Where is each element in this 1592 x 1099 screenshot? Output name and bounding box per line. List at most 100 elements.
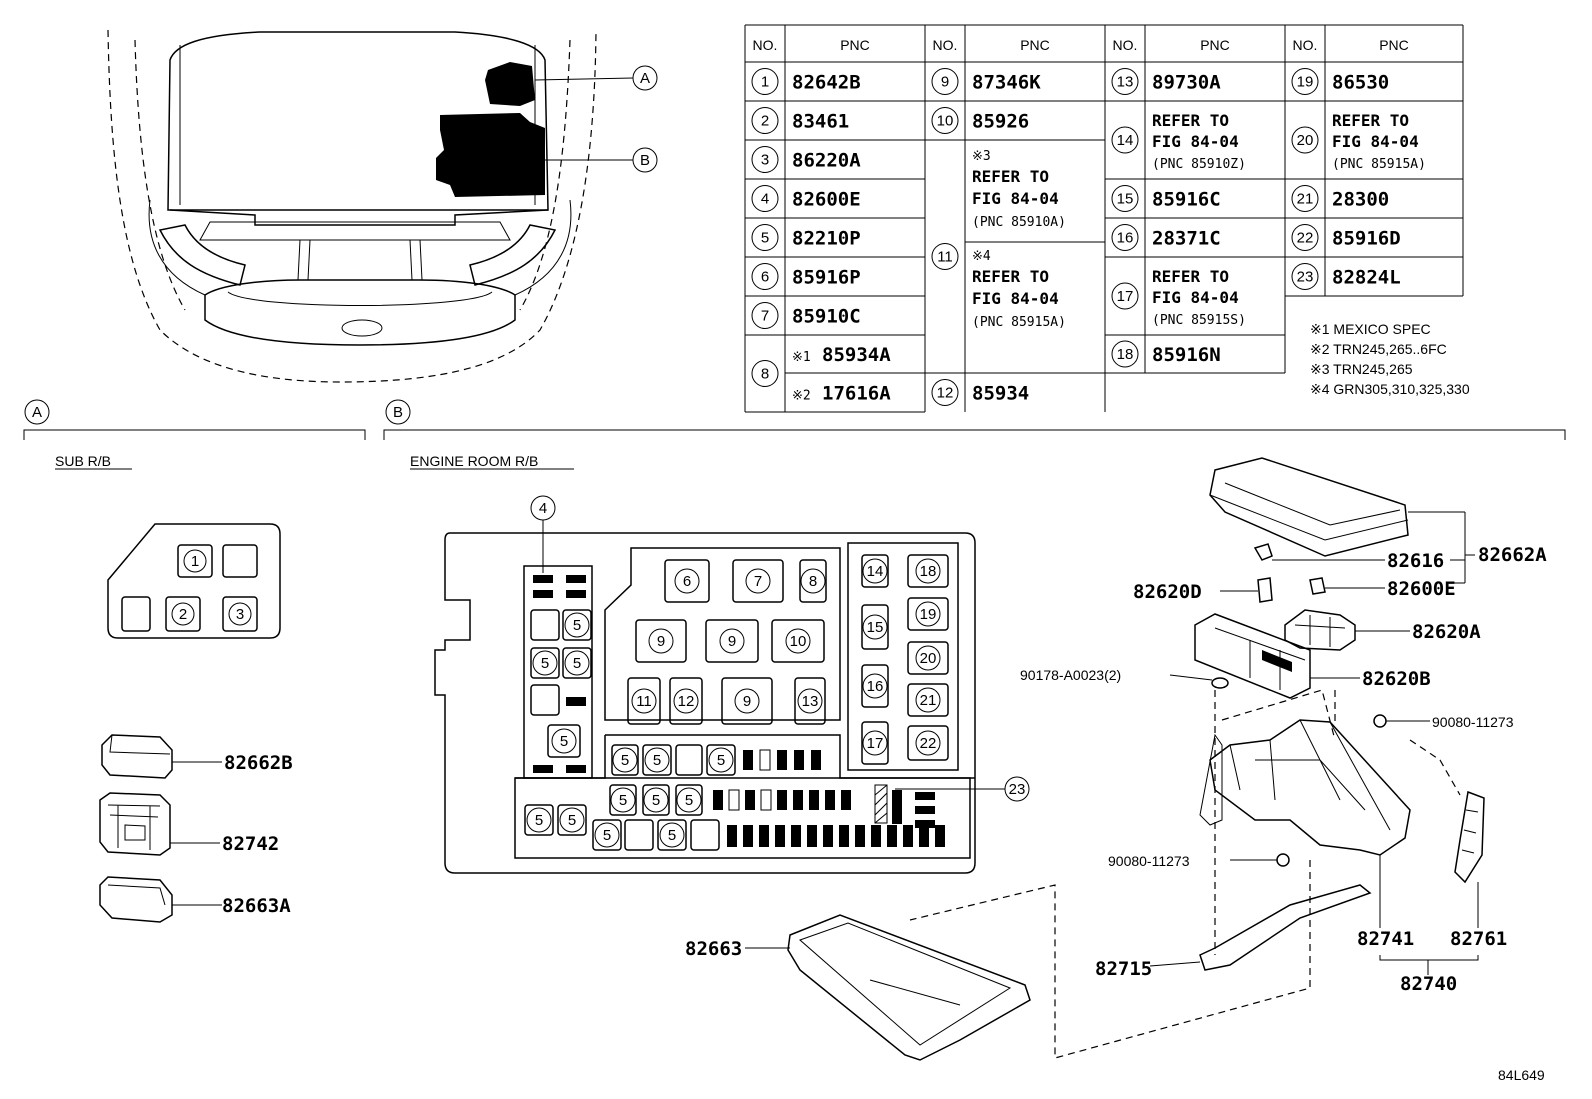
mini-fuse-empty [759, 749, 771, 771]
col2-no-11-circle [931, 243, 959, 270]
col1-no-8: 8 [761, 366, 769, 383]
fuse-6-circle [674, 568, 700, 594]
col3-pnc-18: 85916N [1152, 344, 1221, 366]
mini-fuse [935, 825, 945, 847]
col3-17-l3: (PNC 85915S) [1152, 313, 1246, 328]
fuse-21-label: 21 [920, 692, 937, 709]
mini-fuse [713, 790, 723, 810]
fuse-10-label: 10 [790, 633, 807, 650]
header-pnc-2: PNC [1020, 37, 1050, 53]
fuse-cell [562, 609, 592, 641]
fuse-cell [861, 554, 889, 588]
fuse-8-label: 8 [809, 573, 817, 590]
fuse-cell [705, 619, 759, 663]
col3-no-14: 14 [1117, 132, 1134, 149]
fuse-21-circle [915, 687, 941, 713]
col4-20-l2: FIG 84-04 [1332, 132, 1419, 151]
col3-no-18-circle [1111, 340, 1139, 368]
header-no-2: NO. [933, 37, 958, 53]
col1-no-1: 1 [761, 74, 769, 91]
fuse-9-circle [719, 628, 745, 654]
col2-11-a-mark: ※3 [972, 149, 991, 164]
fuse-cell [675, 744, 703, 776]
fuse-cell [562, 647, 592, 679]
col2-11-b-l2: FIG 84-04 [972, 289, 1059, 308]
fuse-10-circle [785, 628, 811, 654]
mini-fuse [777, 750, 787, 770]
fuse-5-circle [564, 612, 590, 638]
mini-fuse [903, 825, 913, 847]
mini-fuse [566, 697, 586, 706]
fuse-cell [592, 819, 622, 851]
mini-fuse-empty [728, 789, 740, 811]
fuse-cell [907, 725, 949, 761]
fuse-9-circle [734, 688, 760, 714]
fuse-22-label: 22 [920, 735, 937, 752]
part-90178-A0023: 90178-A0023(2) [1020, 667, 1121, 683]
col2-pnc-10: 85926 [972, 111, 1029, 133]
col1-no-6-circle [751, 263, 779, 290]
col1-no-1-circle [751, 68, 779, 95]
col3-no-15: 15 [1117, 191, 1134, 208]
col4-no-23: 23 [1297, 269, 1314, 286]
col4-no-21: 21 [1297, 191, 1314, 208]
hatch-lines [874, 784, 888, 824]
fuse-9-label: 9 [728, 633, 736, 650]
sub-parts: 82662B 82742 82663A [99, 734, 293, 923]
col1-no-5-circle [751, 224, 779, 251]
col1-pnc-1: 82642B [792, 72, 861, 94]
fuse-5-circle [676, 787, 702, 813]
exploded-view: 82662A 82616 82600E 82620D 82620A 82620B… [685, 457, 1547, 1061]
section-a-title: SUB R/B [55, 453, 111, 469]
fuse-12-label: 12 [678, 693, 695, 710]
vehicle-overview: A B [107, 29, 658, 383]
section-a-header: A SUB R/B [23, 399, 366, 470]
fuse-cell [907, 641, 949, 675]
col1-no-4: 4 [761, 191, 769, 208]
fuse-5-circle [708, 747, 734, 773]
col3-no-17-circle [1111, 282, 1139, 310]
part-90080-11273-left: 90080-11273 [1108, 853, 1190, 869]
col3-14-l1: REFER TO [1152, 111, 1229, 130]
col3-no-16-circle [1111, 224, 1139, 251]
part-82600E: 82600E [1387, 578, 1456, 600]
part-82741: 82741 [1357, 928, 1414, 950]
col1-8-mark2: ※2 [792, 389, 811, 404]
mini-fuse-empty [760, 789, 772, 811]
mini-fuse [855, 825, 865, 847]
fuse-18-circle [915, 558, 941, 584]
fuse-cell [611, 744, 639, 776]
col2-pnc-12: 85934 [972, 383, 1029, 405]
mini-fuse [915, 820, 935, 828]
mini-fuse [915, 792, 935, 800]
fuse-5-circle [564, 650, 590, 676]
col1-pnc-2: 83461 [792, 111, 849, 133]
col1-pnc-4: 82600E [792, 189, 861, 211]
fuse-cell [547, 724, 581, 758]
mini-fuse [811, 750, 821, 770]
callout-a-label: A [640, 70, 650, 87]
col4-pnc-23: 82824L [1332, 267, 1401, 289]
fuse-9-circle [648, 628, 674, 654]
col3-17-l2: FIG 84-04 [1152, 288, 1239, 307]
fuse-5-label: 5 [573, 617, 581, 634]
fuse-5-circle [551, 728, 577, 754]
mini-fuse [871, 825, 881, 847]
fuse-cell [861, 721, 889, 765]
col3-no-16: 16 [1117, 230, 1134, 247]
fuse-5-circle [643, 787, 669, 813]
fuse-17-circle [862, 730, 888, 756]
fuse-12-circle [673, 688, 699, 714]
fuse-5-label: 5 [668, 827, 676, 844]
col4-no-22-circle [1291, 224, 1319, 251]
col4-no-22: 22 [1297, 230, 1314, 247]
fuse-20-label: 20 [920, 650, 937, 667]
col2-11-a-l1: REFER TO [972, 167, 1049, 186]
fuse-cell [530, 647, 560, 679]
col1-pnc-6: 85916P [792, 267, 861, 289]
fuse-5-label: 5 [603, 827, 611, 844]
mini-fuse [919, 825, 929, 847]
header-no-1: NO. [753, 37, 778, 53]
fuse-19-circle [915, 601, 941, 627]
fuse-cell [657, 819, 687, 851]
